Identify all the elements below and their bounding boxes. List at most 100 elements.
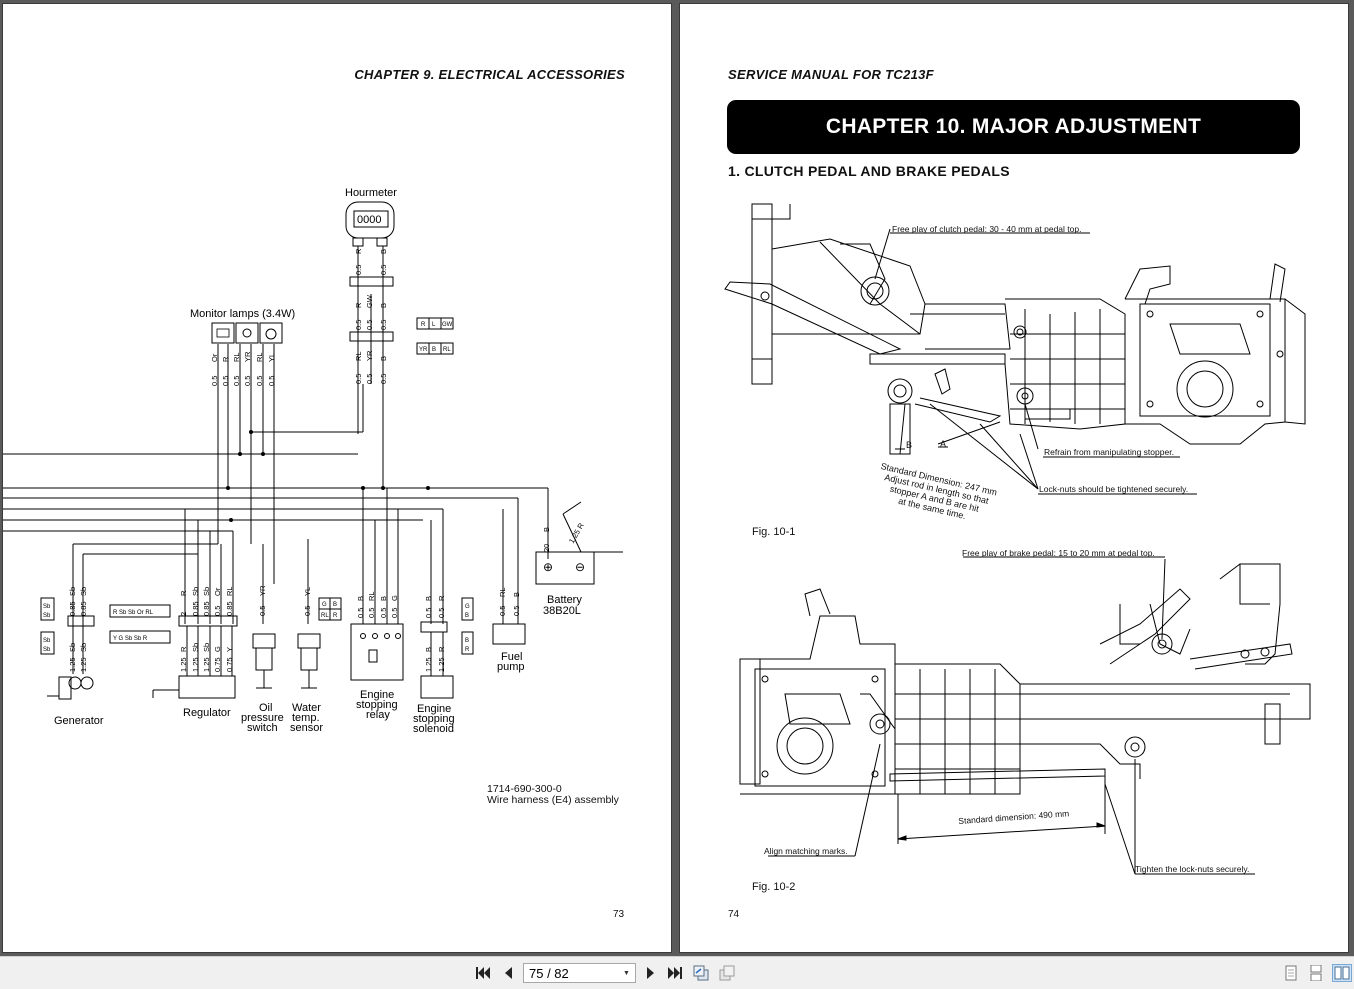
- svg-text:0.5: 0.5: [367, 608, 376, 618]
- svg-text:pump: pump: [497, 661, 525, 673]
- svg-text:G: G: [322, 602, 327, 608]
- single-page-view-icon[interactable]: [1282, 964, 1300, 982]
- brake-free-play-note: Free play of brake pedal: 15 to 20 mm at…: [962, 548, 1155, 558]
- last-page-icon[interactable]: [666, 964, 684, 982]
- svg-text:R: R: [465, 647, 470, 653]
- svg-text:0.5: 0.5: [243, 376, 252, 386]
- svg-text:pressure: pressure: [241, 712, 284, 724]
- svg-text:YL: YL: [303, 587, 312, 596]
- svg-text:0.5: 0.5: [232, 376, 241, 386]
- svg-text:GW: GW: [365, 294, 374, 308]
- svg-text:Sb: Sb: [202, 587, 211, 596]
- part-number-block: 1714-690-300-0 Wire harness (E4) assembl…: [487, 784, 619, 806]
- fig-10-2-caption: Fig. 10-2: [752, 881, 796, 893]
- page-number: 73: [613, 909, 625, 920]
- svg-text:Or: Or: [210, 353, 219, 362]
- viewer-toolbar: 75 / 82 ▼: [0, 956, 1354, 989]
- svg-text:⊕: ⊕: [543, 560, 553, 574]
- next-page-icon[interactable]: [642, 964, 660, 982]
- svg-text:B: B: [542, 527, 551, 532]
- svg-text:Engine: Engine: [360, 689, 394, 701]
- two-page-view-icon[interactable]: [1332, 964, 1352, 982]
- svg-text:0.5: 0.5: [210, 376, 219, 386]
- svg-text:0.5: 0.5: [498, 606, 507, 616]
- locknuts-note: Lock-nuts should be tightened securely.: [1039, 484, 1189, 494]
- svg-text:RL: RL: [367, 591, 376, 601]
- svg-text:RL: RL: [498, 587, 507, 597]
- monitor-lamps-label: Monitor lamps (3.4W): [190, 308, 295, 320]
- svg-text:Sb: Sb: [191, 587, 200, 596]
- svg-text:0.5: 0.5: [354, 320, 363, 330]
- fig-10-1-caption: Fig. 10-1: [752, 526, 796, 538]
- chapter-header: CHAPTER 9. ELECTRICAL ACCESSORIES: [354, 67, 625, 82]
- svg-text:B: B: [333, 602, 337, 608]
- svg-text:B: B: [379, 303, 388, 308]
- hourmeter-body: [345, 201, 395, 239]
- svg-text:R: R: [421, 322, 426, 328]
- svg-text:L: L: [432, 322, 436, 328]
- svg-text:solenoid: solenoid: [413, 723, 454, 735]
- prev-page-icon[interactable]: [499, 964, 517, 982]
- svg-text:R: R: [179, 646, 188, 652]
- svg-text:Sb: Sb: [43, 604, 51, 610]
- svg-text:0.5: 0.5: [379, 608, 388, 618]
- svg-text:R: R: [354, 302, 363, 308]
- manual-header: SERVICE MANUAL FOR TC213F: [728, 67, 934, 82]
- document-page-73: CHAPTER 9. ELECTRICAL ACCESSORIES Hourme…: [3, 4, 671, 952]
- history-forward-icon[interactable]: [718, 964, 736, 982]
- svg-text:0.5: 0.5: [267, 376, 276, 386]
- svg-text:B: B: [424, 596, 433, 601]
- svg-text:0.5: 0.5: [379, 265, 388, 275]
- svg-text:38B20L: 38B20L: [543, 605, 581, 617]
- svg-text:Sb: Sb: [43, 638, 51, 644]
- brake-assembly-drawing: [739, 563, 1311, 795]
- svg-text:B: B: [379, 356, 388, 361]
- svg-text:Sb: Sb: [68, 643, 77, 652]
- svg-text:R: R: [179, 590, 188, 596]
- svg-text:20: 20: [542, 544, 551, 552]
- svg-text:B: B: [512, 592, 521, 597]
- svg-text:RL: RL: [321, 613, 329, 619]
- first-page-icon[interactable]: [474, 964, 492, 982]
- relay-symbol: [350, 623, 404, 681]
- align-marks-note: Align matching marks.: [764, 846, 848, 856]
- history-back-icon[interactable]: [692, 964, 710, 982]
- svg-text:2: 2: [179, 612, 188, 616]
- battery-label: Battery: [547, 594, 582, 606]
- svg-text:R: R: [437, 595, 446, 601]
- clutch-brake-figure: [724, 203, 1311, 875]
- clutch-free-play-note: Free play of clutch pedal: 30 - 40 mm at…: [892, 224, 1082, 234]
- svg-text:B: B: [379, 596, 388, 601]
- svg-text:1.25 R: 1.25 R: [567, 521, 586, 545]
- solenoid-symbol: [420, 675, 454, 699]
- svg-text:Sb: Sb: [191, 643, 200, 652]
- page-number-input[interactable]: 75 / 82 ▼: [523, 963, 636, 983]
- svg-text:RL: RL: [225, 586, 234, 596]
- svg-text:Oil: Oil: [259, 702, 272, 714]
- svg-text:0.5: 0.5: [390, 608, 399, 618]
- svg-text:1.25: 1.25: [191, 657, 200, 672]
- continuous-view-icon[interactable]: [1307, 964, 1325, 982]
- svg-text:G: G: [465, 604, 470, 610]
- svg-text:1.25: 1.25: [179, 657, 188, 672]
- svg-text:0.5: 0.5: [365, 374, 374, 384]
- regulator-symbol: [178, 675, 236, 699]
- svg-text:0.5: 0.5: [221, 376, 230, 386]
- svg-text:B: B: [424, 647, 433, 652]
- svg-text:0.5: 0.5: [379, 320, 388, 330]
- svg-text:Sb: Sb: [79, 587, 88, 596]
- svg-text:Sb: Sb: [202, 643, 211, 652]
- svg-text:RL: RL: [354, 351, 363, 361]
- svg-text:stopping: stopping: [356, 699, 398, 711]
- svg-text:0.85: 0.85: [68, 601, 77, 616]
- chevron-down-icon[interactable]: ▼: [623, 969, 630, 977]
- tighten-locknuts-note: Tighten the lock-nuts securely.: [1135, 864, 1250, 874]
- svg-text:GW: GW: [442, 322, 453, 328]
- svg-text:0.5: 0.5: [365, 320, 374, 330]
- svg-text:R: R: [333, 613, 338, 619]
- svg-text:Or: Or: [213, 587, 222, 596]
- svg-text:G: G: [213, 646, 222, 652]
- svg-text:B: B: [356, 596, 365, 601]
- svg-text:B: B: [465, 638, 469, 644]
- svg-text:0.5: 0.5: [379, 374, 388, 384]
